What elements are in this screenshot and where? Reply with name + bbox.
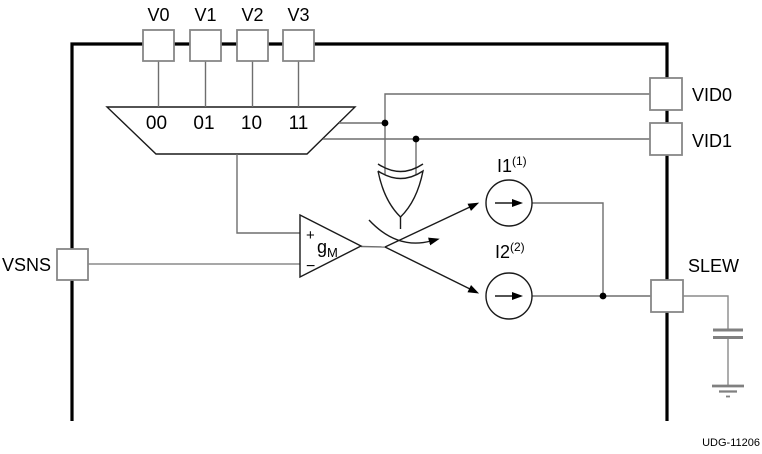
i1-label-base: I1 bbox=[497, 156, 512, 176]
pin-box-v0 bbox=[142, 29, 175, 62]
gm-gain-base: g bbox=[317, 237, 327, 257]
wire-i1-output bbox=[532, 202, 604, 296]
label-vsns: VSNS bbox=[2, 255, 51, 275]
gm-amplifier bbox=[299, 213, 363, 279]
label-vid1: VID1 bbox=[692, 131, 732, 151]
xor-gate-input-arc bbox=[377, 163, 424, 173]
wire-slew-to-cap bbox=[682, 295, 729, 330]
i1-label-note: (1) bbox=[512, 154, 527, 168]
label-v3: V3 bbox=[287, 5, 309, 25]
pin-box-slew bbox=[650, 279, 684, 313]
gm-plus-label: + bbox=[306, 227, 315, 244]
wire-gm-output bbox=[360, 245, 386, 248]
wire-mux-to-vid0 bbox=[339, 93, 651, 124]
pin-box-vsns bbox=[56, 248, 89, 281]
i2-label-note: (2) bbox=[510, 240, 525, 254]
mux-input-label-10: 10 bbox=[241, 113, 262, 134]
gm-gain-label: gM bbox=[317, 237, 338, 260]
chip-boundary bbox=[70, 42, 669, 421]
switch-throw-to-i1-arrow bbox=[384, 202, 480, 248]
xor-gate-body bbox=[377, 169, 425, 218]
label-slew: SLEW bbox=[688, 256, 739, 276]
figure-caption: UDG-11206 bbox=[702, 437, 760, 449]
gm-minus-label: − bbox=[306, 258, 315, 275]
wire-mux-to-gm-plus bbox=[236, 154, 300, 234]
current-source-i2-label: I2(2) bbox=[495, 240, 525, 262]
pin-box-vid1 bbox=[649, 122, 683, 156]
pin-box-v2 bbox=[236, 29, 269, 62]
label-v1: V1 bbox=[194, 5, 216, 25]
pin-box-v1 bbox=[189, 29, 222, 62]
pin-box-v3 bbox=[282, 29, 315, 62]
i2-label-base: I2 bbox=[495, 242, 510, 262]
pin-box-vid0 bbox=[649, 77, 683, 111]
switch-throw-to-i2-arrow bbox=[384, 246, 480, 294]
label-v2: V2 bbox=[241, 5, 263, 25]
label-v0: V0 bbox=[147, 5, 169, 25]
mux-shape bbox=[105, 106, 357, 155]
mux-input-label-11: 11 bbox=[289, 113, 309, 134]
mux-input-label-01: 01 bbox=[193, 113, 214, 134]
junction-dot-vid1 bbox=[412, 135, 420, 143]
junction-dot-vid0 bbox=[381, 119, 389, 127]
current-source-i1-label: I1(1) bbox=[497, 154, 527, 176]
junction-dot-slew bbox=[599, 292, 607, 300]
mux-input-label-00: 00 bbox=[146, 113, 167, 134]
switch-actuator-arc-arrow bbox=[368, 219, 440, 246]
gm-gain-subscript: M bbox=[327, 245, 338, 260]
label-vid0: VID0 bbox=[692, 85, 732, 105]
